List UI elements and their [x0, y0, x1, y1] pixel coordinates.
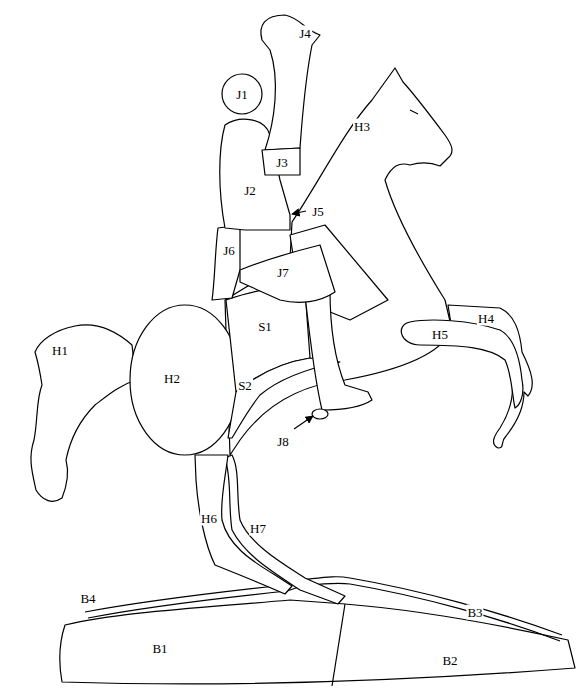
base-strip: [350, 578, 562, 635]
part-label: J1: [235, 87, 249, 102]
horse-eye: [410, 110, 418, 114]
part-label: B1: [151, 641, 168, 656]
horse-hindquarter: [130, 305, 240, 455]
part-label: J7: [276, 265, 290, 280]
part-label: H3: [353, 119, 371, 134]
part-label: H5: [431, 327, 449, 342]
part-label: H1: [51, 343, 69, 358]
rider-thigh: [240, 245, 335, 302]
base-strip: [350, 584, 560, 641]
part-label: H7: [249, 521, 267, 536]
part-label: S1: [257, 319, 273, 334]
part-label: H2: [163, 371, 181, 386]
horse-foreleg: [401, 320, 523, 408]
rider-head: [222, 74, 262, 114]
base-divider: [332, 604, 345, 686]
part-label: B2: [441, 653, 458, 668]
part-label: S2: [237, 378, 253, 393]
part-label: J6: [222, 243, 236, 258]
horse-tail: [31, 325, 136, 501]
leader-arrow: [294, 416, 313, 429]
leader-arrow: [292, 211, 306, 214]
part-label: J4: [298, 26, 312, 41]
part-label: J3: [275, 155, 289, 170]
part-label: J5: [311, 204, 325, 219]
part-label: H4: [477, 311, 495, 326]
base-block: [60, 600, 575, 684]
part-label: H6: [200, 511, 218, 526]
part-label: B3: [466, 605, 483, 620]
part-label: J8: [276, 434, 290, 449]
horse-hind-leg: [195, 455, 292, 594]
rider-foot: [312, 409, 328, 419]
rider-shoulder: [262, 148, 300, 175]
rider-raised-arm: [261, 15, 320, 150]
part-label: B4: [79, 591, 96, 606]
rider-arm: [212, 225, 240, 300]
part-label: J2: [243, 183, 257, 198]
rider-lower-leg: [305, 290, 372, 410]
